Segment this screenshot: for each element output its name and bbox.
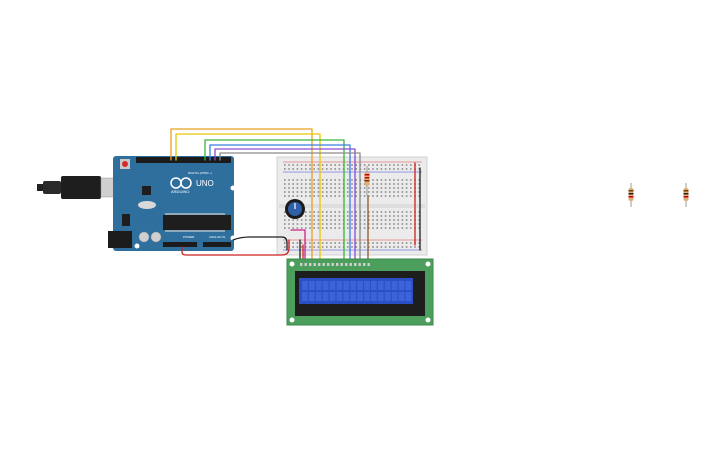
wire-pink[interactable]	[290, 229, 306, 261]
digital-header[interactable]	[136, 157, 231, 163]
usb-chip	[142, 186, 151, 195]
capacitor	[138, 231, 150, 243]
power-label: POWER	[183, 235, 195, 239]
wire-yellow[interactable]	[175, 133, 321, 261]
analog-header[interactable]	[203, 242, 231, 247]
wire-green[interactable]	[204, 139, 345, 261]
loose-resistor[interactable]	[683, 183, 689, 207]
lcd-character-cells	[302, 281, 412, 301]
arduino-board[interactable]: ARDUINO UNO DIGITAL (PWM ~) POWER ANALOG…	[108, 156, 236, 251]
loose-resistor[interactable]	[628, 183, 634, 207]
lcd-pin-header[interactable]	[300, 263, 370, 266]
arduino-brand-text: ARDUINO	[171, 189, 189, 194]
wire-black-gnd[interactable]	[232, 236, 288, 251]
power-jack	[108, 231, 132, 248]
wire-orange[interactable]	[170, 128, 313, 261]
wire-red-5v[interactable]	[181, 239, 290, 256]
crystal	[138, 201, 156, 209]
wire-gray[interactable]	[219, 152, 361, 261]
resistor-on-breadboard[interactable]	[364, 166, 370, 196]
microcontroller-chip	[163, 215, 231, 230]
arduino-logo	[170, 177, 192, 189]
capacitor	[150, 231, 162, 243]
analog-label: ANALOG IN	[209, 235, 225, 239]
power-header[interactable]	[163, 242, 197, 247]
wires[interactable]	[170, 128, 421, 261]
potentiometer[interactable]	[285, 199, 305, 219]
lcd-display[interactable]	[286, 258, 434, 326]
digital-label: DIGITAL (PWM ~)	[188, 171, 212, 175]
arduino-model-text: UNO	[196, 179, 214, 188]
wire-purple[interactable]	[214, 148, 356, 261]
regulator	[122, 214, 130, 226]
wire-blue[interactable]	[209, 144, 351, 261]
